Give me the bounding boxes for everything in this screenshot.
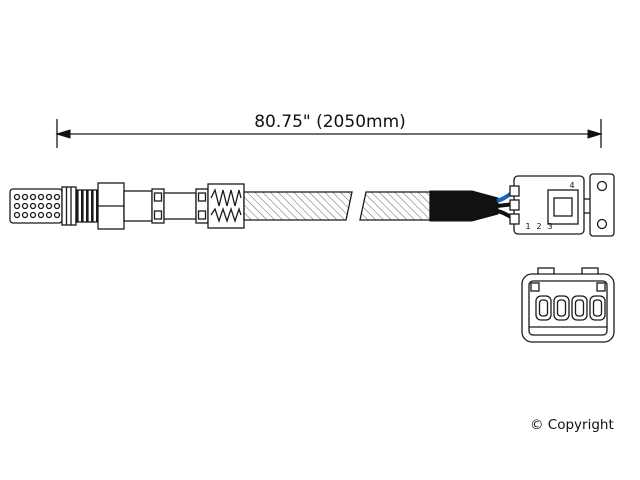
mounting-bracket (589, 173, 615, 237)
pin-cavity-outer (553, 295, 570, 321)
vent-hole (37, 211, 45, 219)
cable-boot-taper (471, 190, 499, 222)
connector-latch-inner (553, 197, 573, 217)
band-detail (153, 192, 163, 202)
connector-face-inner (528, 280, 608, 336)
band-detail (197, 192, 207, 202)
sensor-mounting-section (61, 182, 125, 230)
vent-hole (13, 202, 21, 210)
bracket-hole (596, 180, 608, 192)
copyright-text: © Copyright (530, 417, 614, 433)
body-segment (123, 190, 153, 222)
pin-label-4: 4 (569, 181, 574, 190)
body-band (151, 188, 165, 224)
connector-face-view (521, 267, 615, 343)
vent-hole (53, 193, 61, 201)
vent-hole (45, 211, 53, 219)
pin-label-3: 3 (547, 222, 552, 231)
connector-side-view: 4 1 2 3 (509, 173, 615, 237)
sensor-body (123, 188, 209, 224)
heater-element-block (207, 183, 245, 229)
pin-cavity (571, 295, 588, 321)
vent-hole (37, 193, 45, 201)
pin-cavity (535, 295, 552, 321)
face-corner-detail (596, 282, 606, 292)
band-detail (197, 210, 207, 220)
zigzag-symbol (210, 206, 242, 224)
vent-hole (21, 211, 29, 219)
pin-cavity (589, 295, 606, 321)
pin-cavity (553, 295, 570, 321)
pin-cavity-outer (571, 295, 588, 321)
vent-hole (37, 202, 45, 210)
pin-cavity-inner (556, 299, 567, 317)
cable-sheath-right (359, 191, 431, 221)
vent-hole (53, 202, 61, 210)
vent-hole (13, 211, 21, 219)
wire-entry (509, 213, 520, 225)
connector-latch (547, 189, 579, 225)
pin-cavity-inner (538, 299, 549, 317)
dimension-label: 80.75" (2050mm) (254, 112, 406, 132)
bracket-hole (596, 218, 608, 230)
cable (243, 190, 499, 222)
vent-hole (29, 193, 37, 201)
zigzag-symbol (210, 188, 242, 207)
pin-label-2: 2 (536, 222, 541, 231)
cable-sheath-left (243, 191, 353, 221)
vent-hole (21, 202, 29, 210)
pin-cavity-outer (535, 295, 552, 321)
pin-cavity-inner (574, 299, 585, 317)
body-band (195, 188, 209, 224)
wire-entry (509, 185, 520, 197)
vent-hole (29, 211, 37, 219)
dimension-indicator: 80.75" (2050mm) (55, 112, 603, 148)
thread-section (75, 189, 99, 223)
face-corner-detail (530, 282, 540, 292)
sensor-tip-shield (9, 188, 63, 224)
vent-hole (45, 202, 53, 210)
collar (61, 186, 77, 226)
cable-boot (429, 190, 473, 222)
connector-face-outline (521, 273, 615, 343)
vent-hole (29, 202, 37, 210)
pin-label-1: 1 (525, 222, 530, 231)
vent-hole (13, 193, 21, 201)
pin-cavity-outer (589, 295, 606, 321)
body-segment (163, 192, 197, 220)
wire-entry (509, 199, 520, 211)
vent-hole (21, 193, 29, 201)
dimension-arrow-right (587, 129, 603, 139)
pin-cavity-inner (592, 299, 603, 317)
vent-hole (45, 193, 53, 201)
vent-hole (53, 211, 61, 219)
band-detail (153, 210, 163, 220)
dimension-arrow-left (55, 129, 71, 139)
